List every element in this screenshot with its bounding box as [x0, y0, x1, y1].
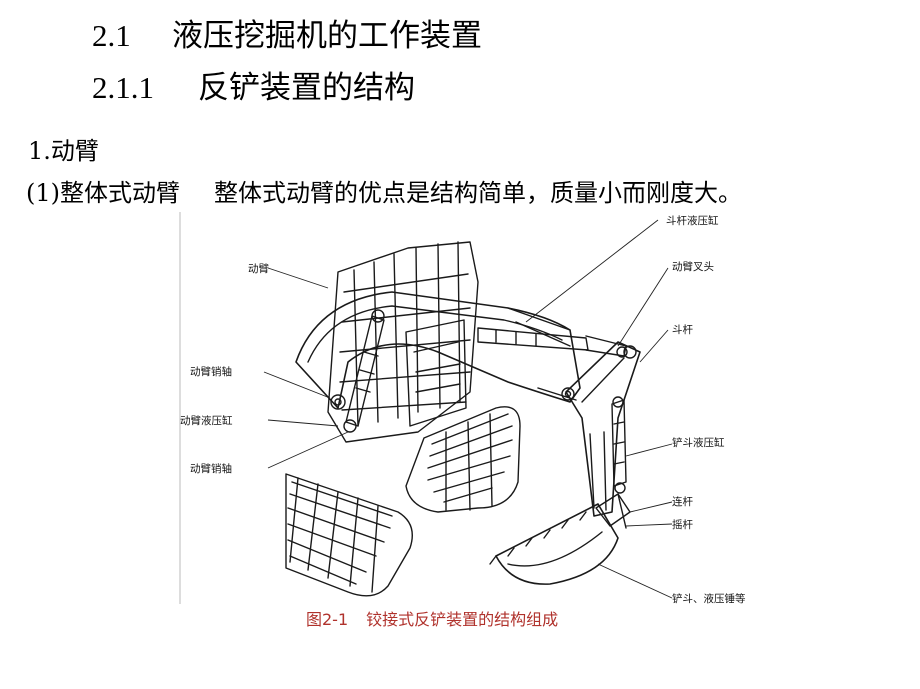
label-bucket-cylinder: 铲斗液压缸 [672, 436, 725, 449]
label-boom-cylinder: 动臂液压缸 [180, 414, 233, 427]
arm-structure [565, 341, 641, 517]
label-boom-pin-upper: 动臂销轴 [190, 365, 232, 378]
paragraph: (1)整体式动臂 整体式动臂的优点是结构简单，质量小而刚度大。 [26, 176, 742, 210]
figure-caption: 图2-1 铰接式反铲装置的结构组成 [306, 609, 558, 631]
bucket-shape [489, 503, 619, 585]
label-arm: 斗杆 [672, 323, 693, 336]
heading-number: 2.1.1 [92, 70, 154, 105]
heading-section-2-1-1: 2.1.1 反铲装置的结构 [92, 66, 415, 110]
label-arm-cylinder: 斗杆液压缸 [666, 214, 719, 227]
rear-crawler-track [285, 473, 413, 597]
boom-cylinder-shape [343, 309, 385, 433]
heading-section-2-1: 2.1 液压挖掘机的工作装置 [92, 14, 482, 58]
label-boom: 动臂 [248, 262, 269, 275]
paragraph-lead: (1)整体式动臂 [26, 179, 180, 207]
caption-number: 图2-1 [306, 610, 349, 629]
paragraph-body: 整体式动臂的优点是结构简单，质量小而刚度大。 [214, 179, 742, 207]
front-crawler-track [405, 406, 521, 513]
cab-and-house [327, 241, 479, 443]
excavator-diagram: 动臂 动臂销轴 动臂液压缸 动臂销轴 斗杆液压缸 动臂叉头 斗杆 铲斗液压缸 连… [178, 212, 770, 604]
heading-text: 液压挖掘机的工作装置 [172, 18, 482, 54]
heading-number: 2.1 [92, 18, 131, 53]
label-rocker: 摇杆 [672, 518, 693, 531]
excavator-line-drawing: 动臂 动臂销轴 动臂液压缸 动臂销轴 斗杆液压缸 动臂叉头 斗杆 铲斗液压缸 连… [179, 212, 746, 604]
arm-cylinder-shape [477, 327, 637, 359]
caption-text: 铰接式反铲装置的结构组成 [366, 610, 559, 629]
section-label: 1.动臂 [28, 137, 99, 165]
label-bucket-etc: 铲斗、液压锤等 [672, 592, 746, 604]
label-connecting-rod: 连杆 [672, 495, 693, 508]
boom-structure [295, 291, 581, 410]
bucket-cylinder-shape [611, 396, 627, 494]
heading-text: 反铲装置的结构 [198, 70, 415, 106]
label-boom-pin-lower: 动臂销轴 [190, 462, 232, 475]
label-boom-fork-head: 动臂叉头 [672, 260, 714, 273]
